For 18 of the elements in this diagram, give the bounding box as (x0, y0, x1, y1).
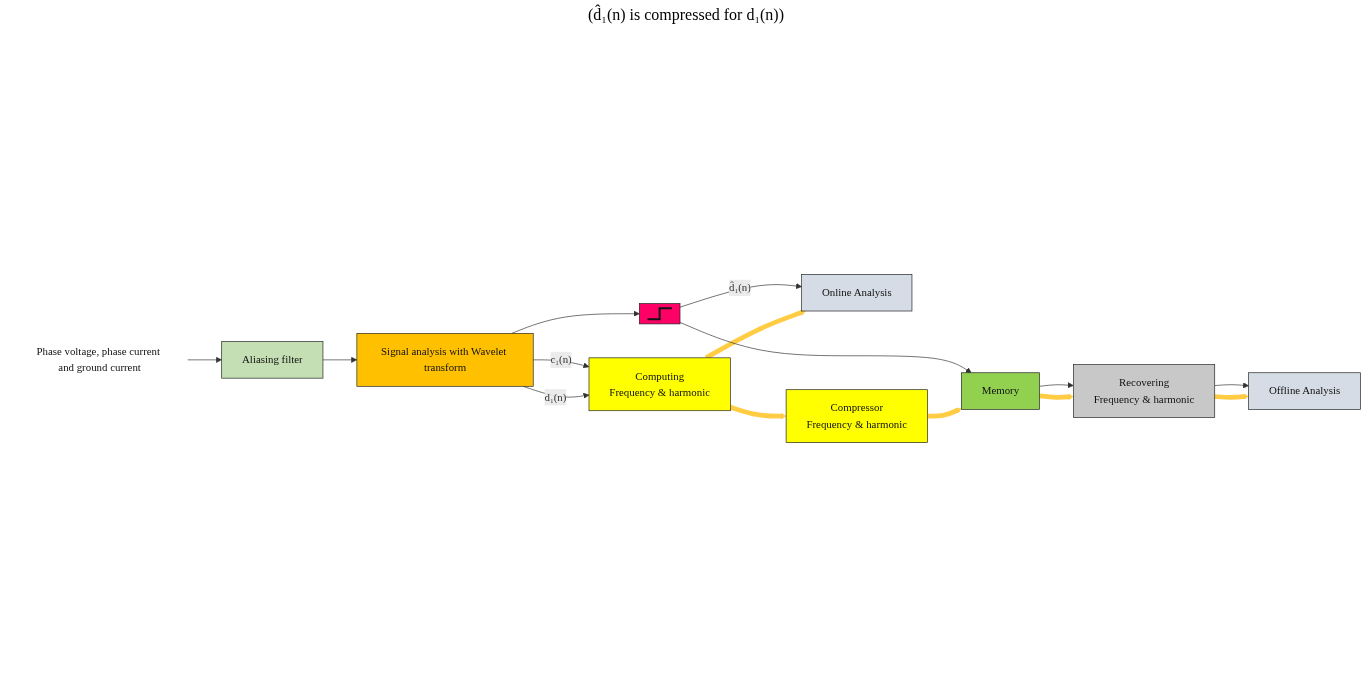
node-box (639, 303, 681, 325)
arrow (729, 404, 787, 420)
arrow (927, 407, 962, 419)
node-box: Recovering Frequency & harmonic (1073, 364, 1216, 418)
node-box: Signal analysis with Wavelet transform (356, 333, 534, 387)
node-box: Aliasing filter (221, 341, 324, 379)
node-box: Offline Analysis (1248, 372, 1361, 410)
node-text: Phase voltage, phase current and ground current (36, 345, 161, 374)
node-box: Memory (961, 372, 1040, 410)
edge-label: d₁(n) (544, 391, 567, 403)
node-box: Online Analysis (801, 274, 913, 312)
arrow (1214, 393, 1249, 400)
node-box: Compressor Frequency & harmonic (785, 389, 928, 443)
edge-label: c₁(n) (550, 353, 572, 366)
note-text: (d̂₁(n) is compressed for d₁(n)) (588, 6, 784, 24)
node-box: Computing Frequency & harmonic (588, 357, 731, 412)
arrow (1039, 393, 1074, 400)
edge-label: d̂₁(n) (728, 281, 751, 294)
